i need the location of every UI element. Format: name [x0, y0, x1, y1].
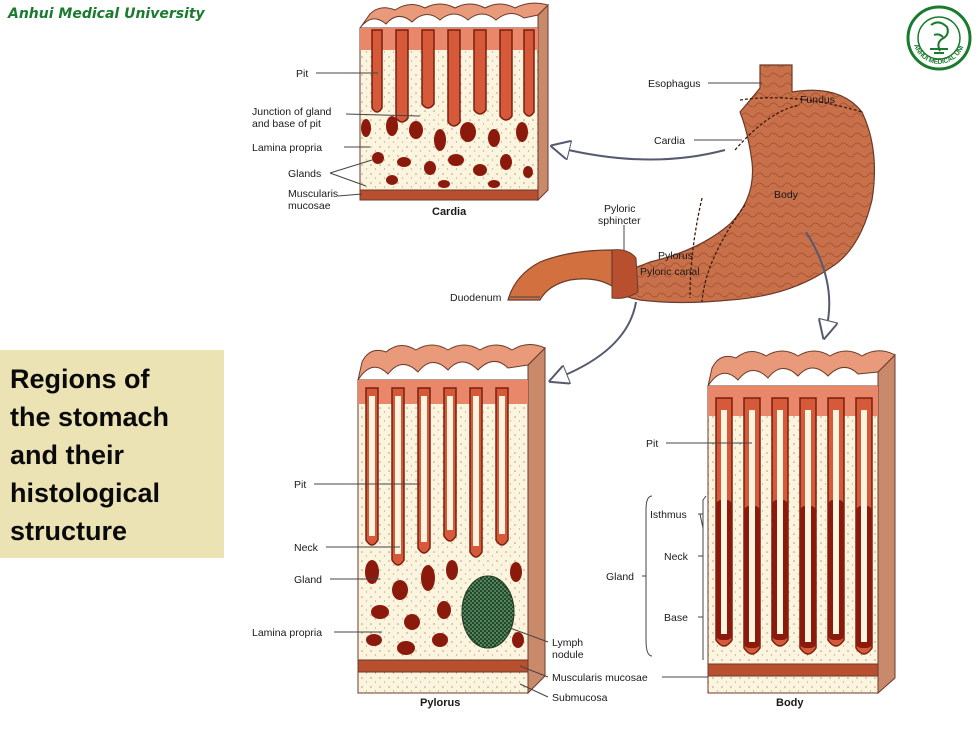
university-title: Anhui Medical University — [8, 6, 205, 22]
isthmus-label: Isthmus — [650, 509, 687, 521]
arrow-to-pylorus — [558, 301, 637, 378]
junction-label-line2: and base of pit — [252, 118, 321, 130]
duodenum-label: Duodenum — [450, 292, 502, 304]
pylorus-lamina-label: Lamina propria — [252, 627, 322, 639]
base-label: Base — [664, 612, 688, 624]
cardia-glands-label: Glands — [288, 168, 321, 180]
cardia-muscularis-line2: mucosae — [288, 200, 331, 212]
fundus-label: Fundus — [800, 94, 835, 106]
body-labels: Pit Isthmus Neck Gland Base Body — [606, 438, 804, 709]
cardia-lamina-label: Lamina propria — [252, 142, 322, 154]
stomach-labels: Esophagus Fundus Cardia Body Pyloric sph… — [450, 78, 835, 304]
cardia-title: Cardia — [432, 206, 467, 218]
lymph-label-line1: Lymph — [552, 637, 583, 649]
topic-line: Regions of — [10, 364, 150, 394]
lymph-label-line2: nodule — [552, 649, 584, 661]
stomach-cardia-label: Cardia — [654, 135, 685, 147]
lymph-nodule — [461, 575, 515, 649]
arrow-to-cardia — [560, 148, 726, 161]
pylorus-gland-label: Gland — [294, 574, 322, 586]
body-neck-label: Neck — [664, 551, 689, 563]
cardia-labels: Pit Junction of gland and base of pit La… — [252, 68, 467, 218]
cardia-pit-label: Pit — [296, 68, 308, 80]
pylorus-block — [357, 344, 546, 695]
stomach-illustration — [507, 64, 876, 304]
pylorus-labels: Pit Neck Gland Lamina propria Lymph nodu… — [252, 479, 712, 709]
topic-line: histological — [10, 478, 161, 508]
pyloric-sphincter-line1: Pyloric — [604, 203, 636, 215]
cardia-block — [359, 2, 549, 202]
esophagus-label: Esophagus — [648, 78, 701, 90]
topic-line: structure — [10, 516, 128, 546]
pyloric-canal-label: Pyloric canal — [640, 266, 700, 278]
pylorus-neck-label: Neck — [294, 542, 319, 554]
muscularis-mucosae-label: Muscularis mucosae — [552, 672, 648, 684]
submucosa-label: Submucosa — [552, 692, 608, 704]
stomach-body-label: Body — [774, 189, 799, 201]
junction-label-line1: Junction of gland — [252, 106, 332, 118]
region-arrows — [558, 148, 829, 378]
topic-line: and their — [10, 440, 125, 470]
university-seal-icon: ANHUI MEDICAL UNIVERSITY — [906, 5, 972, 71]
pylorus-title: Pylorus — [420, 697, 460, 709]
arrow-to-body — [805, 231, 829, 330]
body-gland-label: Gland — [606, 571, 634, 583]
cardia-muscularis-line1: Muscularis — [288, 188, 338, 200]
pylorus-label: Pylorus — [658, 250, 693, 262]
body-pit-label: Pit — [646, 438, 658, 450]
topic-line: the stomach — [10, 402, 170, 432]
topic-box: Regions of the stomach and their histolo… — [0, 350, 224, 558]
body-title: Body — [776, 697, 804, 709]
pyloric-sphincter-line2: sphincter — [598, 215, 641, 227]
body-block — [707, 350, 896, 695]
pylorus-pit-label: Pit — [294, 479, 306, 491]
